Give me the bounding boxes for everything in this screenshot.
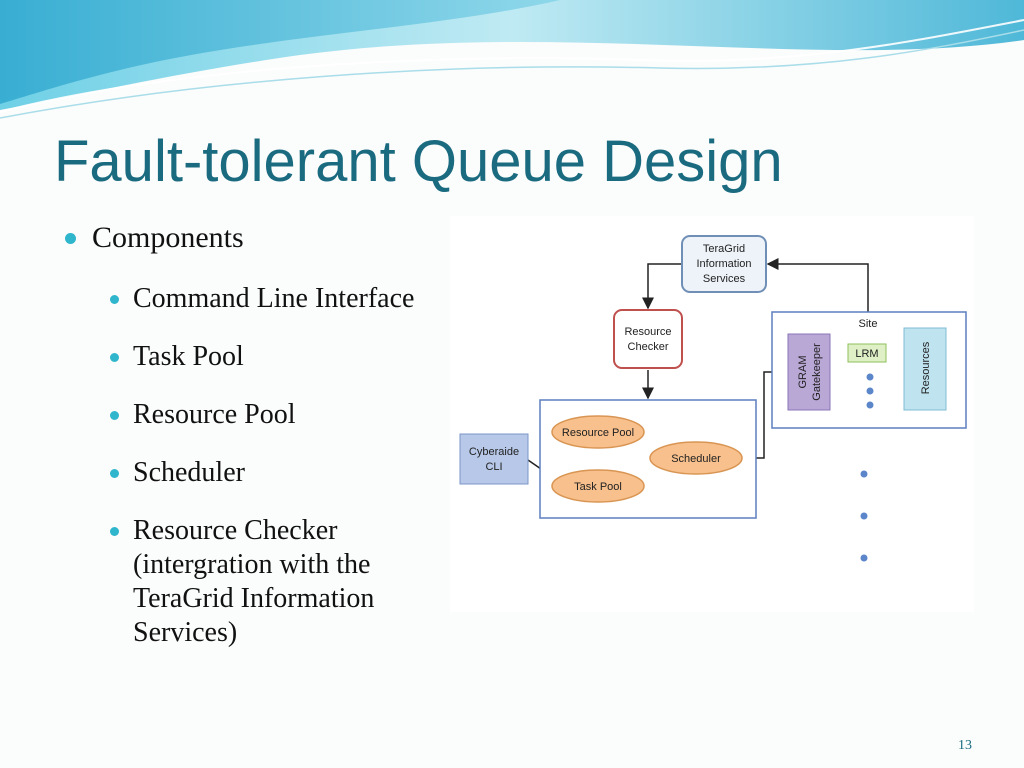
bullet-dot-icon [110,295,119,304]
gram-label-line2: Gatekeeper [811,343,823,401]
header-wave-decoration [0,0,1024,119]
sub-bullet-text: Resource Checker (intergration with the … [133,515,375,648]
architecture-diagram: TeraGrid Information Services Resource C… [450,216,974,612]
ellipsis-dot [860,512,868,520]
resource-checker-node: Resource Checker [613,309,683,369]
connector-teragrid-to-checker [642,263,682,310]
teragrid-box [681,235,767,293]
site-label: Site [859,318,878,330]
bullet-components: Components [60,220,440,256]
resource-pool-label: Resource Pool [562,427,634,439]
cyberaide-label-line1: Cyberaide [469,446,519,458]
task-pool-oval [551,469,645,503]
bullet-dot-icon [110,411,119,420]
sub-bullet-text: Command Line Interface [133,283,415,314]
resource-checker-box [613,309,683,369]
resources-label: Resources [920,341,932,394]
slide-title: Fault-tolerant Queue Design [54,129,783,194]
page-number: 13 [958,738,972,753]
task-pool-label: Task Pool [574,481,622,493]
scheduler-oval [649,441,743,475]
ellipsis-dot [866,373,874,381]
queue-container-node: Resource Pool Scheduler Task Pool [539,399,757,519]
site-node: Site GRAM Gatekeeper LRM Resources [771,311,967,429]
gram-label-line1: GRAM [797,356,809,389]
ellipsis-dot [860,470,868,478]
lrm-box [847,343,887,363]
bullet-heading: Components [92,221,244,254]
bullet-dot-icon [110,353,119,362]
scheduler-label: Scheduler [671,453,721,465]
resource-checker-label-line1: Resource [624,326,671,338]
teragrid-info-services-node: TeraGrid Information Services [681,235,767,293]
sub-bullet-text: Resource Pool [133,399,296,430]
cyberaide-label-line2: CLI [485,461,502,473]
sub-bullet: Task Pool [60,340,440,374]
sub-bullet: Resource Pool [60,398,440,432]
lrm-label: LRM [855,348,878,360]
gram-gatekeeper-box [787,333,831,411]
sub-bullet: Scheduler [60,456,440,490]
cyberaide-cli-box [459,433,529,485]
resource-checker-label-line2: Checker [628,341,669,353]
bullet-dot-icon [110,469,119,478]
resources-box [903,327,947,411]
bullet-list: Components Command Line Interface Task P… [60,220,440,650]
cyberaide-cli-node: Cyberaide CLI [459,433,529,485]
teragrid-label-line3: Services [703,273,746,285]
ellipsis-dot [866,387,874,395]
ellipsis-dot [860,554,868,562]
sub-bullet: Resource Checker (intergration with the … [60,514,440,650]
diagram-canvas: TeraGrid Information Services Resource C… [459,235,967,562]
teragrid-label-line2: Information [696,258,751,270]
teragrid-label-line1: TeraGrid [703,243,745,255]
ellipsis-dot [866,401,874,409]
sub-bullet-text: Task Pool [133,341,244,372]
sub-bullet: Command Line Interface [60,282,440,316]
resource-pool-oval [551,415,645,449]
sub-bullet-text: Scheduler [133,457,245,488]
connector-site-to-teragrid [766,258,869,314]
bullet-dot-icon [65,233,76,244]
bullet-dot-icon [110,527,119,536]
